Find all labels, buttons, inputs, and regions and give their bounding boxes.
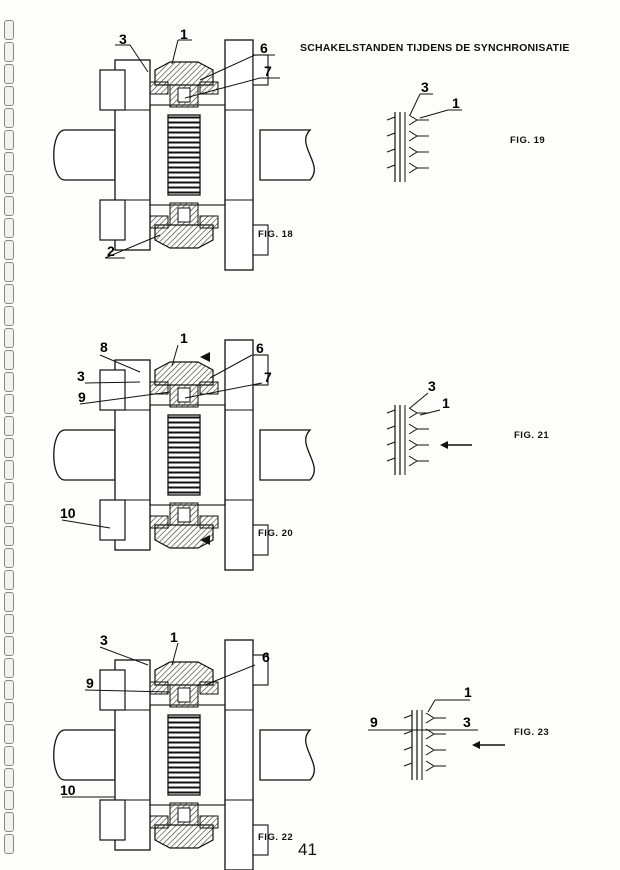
- binding-hole: [4, 438, 14, 458]
- binding-hole: [4, 812, 14, 832]
- fig19-callout-1: 1: [452, 95, 460, 111]
- fig18-label: FIG. 18: [258, 229, 294, 240]
- binding-hole: [4, 702, 14, 722]
- fig20-callout-6: 6: [256, 340, 264, 356]
- fig21-callout-1: 1: [442, 395, 450, 411]
- fig23-drawing: [368, 699, 505, 781]
- fig22-callout-3: 3: [100, 632, 108, 648]
- binding-hole: [4, 526, 14, 546]
- binding-hole: [4, 746, 14, 766]
- fig23-callout-9: 9: [370, 714, 378, 730]
- fig23-callout-1: 1: [464, 684, 472, 700]
- fig20-callout-3: 3: [77, 368, 85, 384]
- fig18-drawing: [53, 39, 315, 271]
- fig19-label: FIG. 19: [510, 135, 546, 146]
- fig21-label: FIG. 21: [514, 430, 550, 441]
- binding-hole: [4, 724, 14, 744]
- binding-hole: [4, 42, 14, 62]
- binding-hole: [4, 306, 14, 326]
- binding-hole: [4, 570, 14, 590]
- binding-hole: [4, 328, 14, 348]
- fig21-callout-3: 3: [428, 378, 436, 394]
- fig23-callout-3: 3: [463, 714, 471, 730]
- binding-hole: [4, 372, 14, 392]
- binding-hole: [4, 196, 14, 216]
- fig20-drawing: [53, 339, 315, 571]
- fig21-drawing: [386, 392, 472, 476]
- binding-hole: [4, 64, 14, 84]
- binding-hole: [4, 108, 14, 128]
- binding-hole: [4, 130, 14, 150]
- binding-hole: [4, 504, 14, 524]
- binding-hole: [4, 262, 14, 282]
- fig18-callout-3: 3: [119, 31, 127, 47]
- binding-hole: [4, 416, 14, 436]
- binding-hole: [4, 790, 14, 810]
- fig22-callout-9: 9: [86, 675, 94, 691]
- binding-hole: [4, 592, 14, 612]
- binding-hole: [4, 658, 14, 678]
- fig23-label: FIG. 23: [514, 727, 550, 738]
- binding-hole: [4, 240, 14, 260]
- binding-hole: [4, 394, 14, 414]
- binding-hole: [4, 548, 14, 568]
- binding-hole: [4, 152, 14, 172]
- fig22-callout-1: 1: [170, 629, 178, 645]
- fig18-callout-6: 6: [260, 40, 268, 56]
- binding-hole: [4, 350, 14, 370]
- fig22-callout-6: 6: [262, 649, 270, 665]
- fig18-callout-7: 7: [264, 63, 272, 79]
- fig19-callout-3: 3: [421, 79, 429, 95]
- binding-hole: [4, 636, 14, 656]
- binding-hole: [4, 680, 14, 700]
- binding-hole: [4, 768, 14, 788]
- fig20-callout-10: 10: [60, 505, 76, 521]
- fig22-label: FIG. 22: [258, 832, 294, 843]
- binding-hole: [4, 834, 14, 854]
- fig18-callout-1: 1: [180, 26, 188, 42]
- fig20-callout-8: 8: [100, 339, 108, 355]
- fig22-callout-10: 10: [60, 782, 76, 798]
- binding-hole: [4, 460, 14, 480]
- binding-hole: [4, 20, 14, 40]
- fig20-callout-7: 7: [264, 369, 272, 385]
- callouts: 3 1 6 7 2 3 1 8 1 6 3 7 9 10 3 1 3 1 6 9…: [60, 26, 472, 798]
- fig20-label: FIG. 20: [258, 528, 294, 539]
- binding-hole: [4, 218, 14, 238]
- fig22-drawing: [53, 639, 315, 870]
- page-number: 41: [298, 840, 317, 859]
- binding-hole: [4, 284, 14, 304]
- fig20-callout-9: 9: [78, 389, 86, 405]
- binding-hole: [4, 482, 14, 502]
- fig20-callout-1: 1: [180, 330, 188, 346]
- fig18-callout-2: 2: [107, 243, 115, 259]
- binding-hole: [4, 86, 14, 106]
- binding-hole: [4, 174, 14, 194]
- page-title: SCHAKELSTANDEN TIJDENS DE SYNCHRONISATIE: [300, 42, 570, 54]
- binding-hole: [4, 614, 14, 634]
- fig19-drawing: [386, 93, 462, 183]
